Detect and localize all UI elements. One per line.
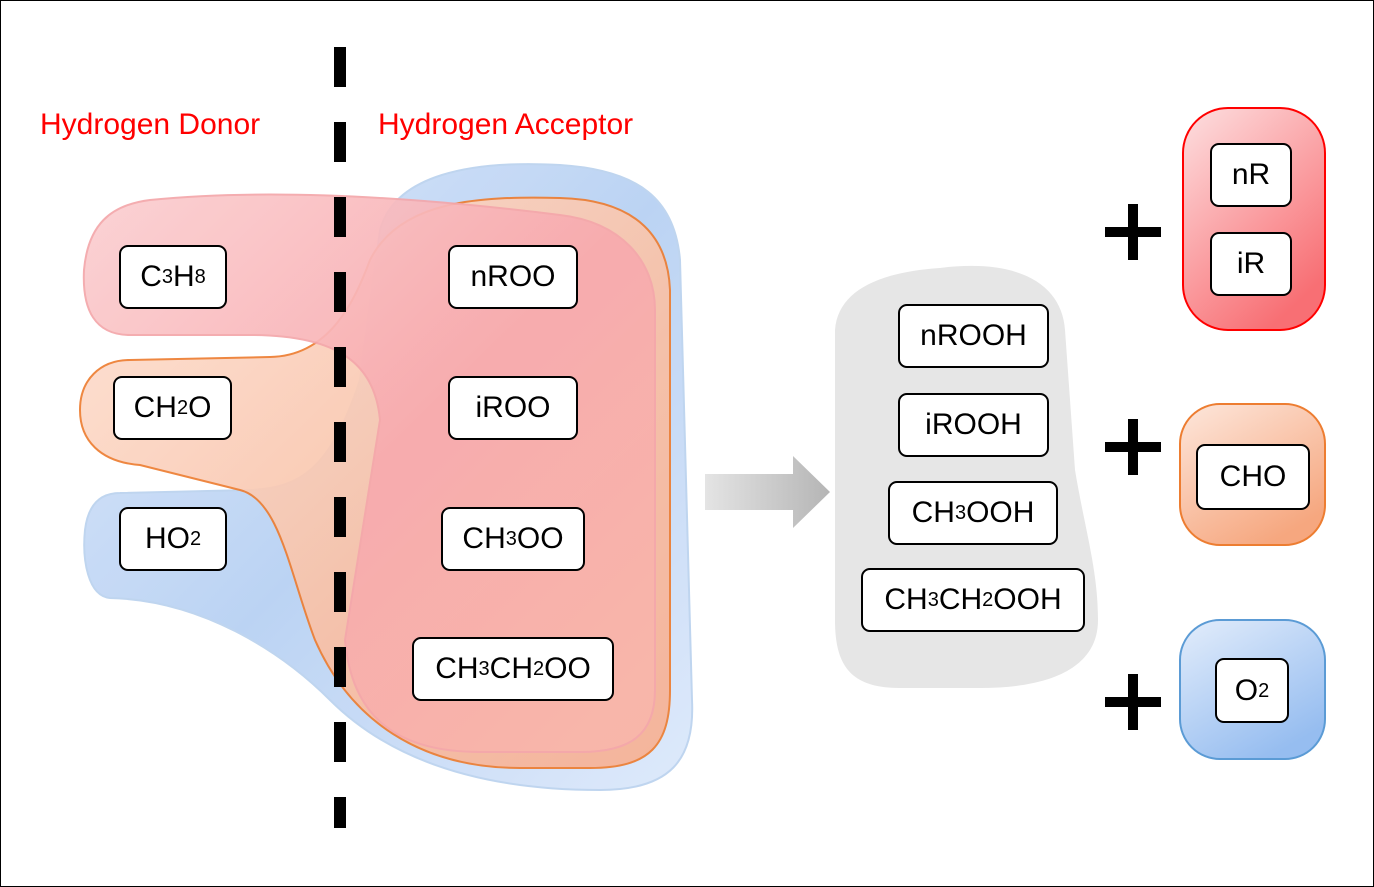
formula-text: OOH [966,496,1035,529]
formula-text: H [173,260,195,293]
species-cho: CHO [1196,444,1310,510]
formula-text: CHO [1219,460,1287,493]
formula-text: nR [1231,158,1271,191]
hydrogen-donor-label: Hydrogen Donor [40,108,261,141]
plus-sign-o2 [1105,674,1161,730]
hydrogen-acceptor-label: Hydrogen Acceptor [378,108,634,141]
formula-text: iROOH [925,408,1022,441]
formula-text: CH [489,652,533,685]
c3h8-region [82,193,656,753]
species-iroo: iROO [448,376,578,440]
formula-text: CH [435,652,479,685]
plus-sign-cho [1105,419,1161,475]
formula-text: CH [462,522,506,555]
radicals-region [1182,107,1326,331]
formula-text: CH [884,583,928,616]
species-nroo: nROO [448,245,578,309]
formula-text: CH [133,391,177,424]
formula-text: HO [144,522,190,555]
species-nrooh: nROOH [898,304,1049,368]
formula-text: iROO [475,391,551,424]
species-ir: iR [1210,232,1292,296]
formula-text: OOH [993,583,1062,616]
formula-text: iR [1236,247,1266,280]
plus-sign-radicals [1105,204,1161,260]
species-nr: nR [1210,143,1292,207]
formula-text: CH [938,583,983,616]
formula-text: OO [544,652,591,685]
formula-text: CH [911,496,955,529]
formula-text: O [1234,673,1259,707]
formula-text: OO [516,522,564,555]
formula-text: nROO [470,260,556,293]
species-irooh: iROOH [898,393,1049,457]
formula-text: O [188,391,212,424]
reaction-arrow [705,456,830,528]
formula-text: C [140,260,162,293]
formula-text: nROOH [920,319,1027,352]
